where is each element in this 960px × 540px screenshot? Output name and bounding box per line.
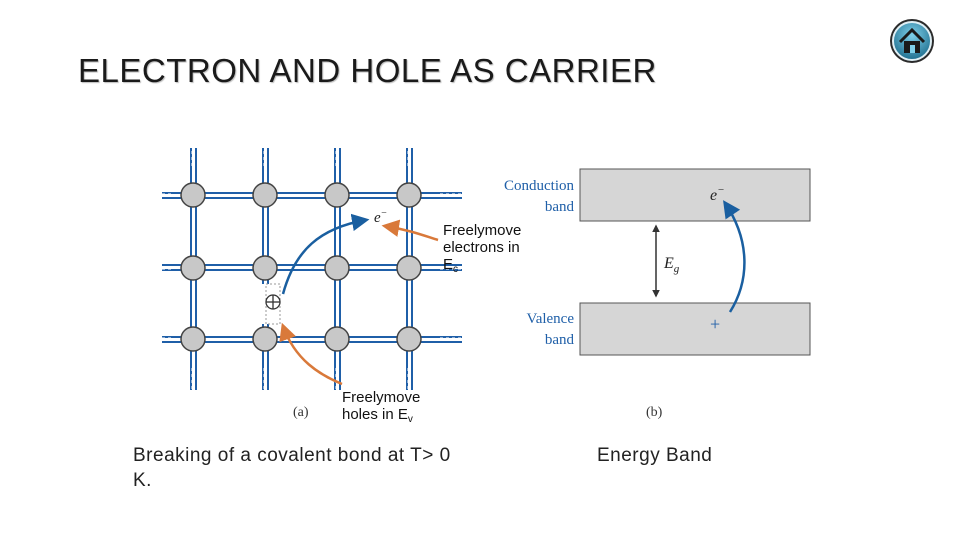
atom <box>180 326 206 352</box>
conduction-label-line2: band <box>545 199 575 215</box>
holes-annotation: Freelymove holes in Ev <box>342 389 420 428</box>
band-electron-label: e− <box>710 184 725 204</box>
valence-label-line1: Valence <box>527 311 575 327</box>
atom <box>180 182 206 208</box>
holes-annotation-line1: Freelymove <box>342 389 421 406</box>
conduction-band <box>579 168 811 222</box>
lattice-atoms <box>180 182 422 352</box>
electron-excitation-arrow <box>281 213 370 295</box>
atom <box>396 182 422 208</box>
atom <box>252 182 278 208</box>
hole-annotation-arrow <box>279 322 343 386</box>
band-excitation-arrow <box>723 200 746 313</box>
right-caption: Energy Band <box>597 445 713 466</box>
atom <box>252 326 278 352</box>
gap-label: Eg <box>663 255 680 275</box>
atom <box>396 326 422 352</box>
conduction-label-line1: Conduction <box>504 178 574 194</box>
electrons-annotation-line2: electrons in <box>443 239 520 256</box>
page-title: ELECTRON AND HOLE AS CARRIER <box>78 52 657 89</box>
lattice-panel-label: (a) <box>293 405 309 420</box>
atom <box>324 326 350 352</box>
holes-annotation-line2: holes in Ev <box>342 406 413 425</box>
atom <box>396 255 422 281</box>
left-caption: Breaking of a covalent bond at T> 0 K. <box>133 443 451 493</box>
electrons-annotation-line3: Ec <box>443 256 459 275</box>
lattice-dashed-ends <box>150 145 465 392</box>
atom <box>180 255 206 281</box>
electrons-annotation: Freelymove electrons in Ec <box>443 222 521 278</box>
hole-symbol <box>265 294 281 310</box>
valence-band <box>579 302 811 356</box>
atom <box>324 255 350 281</box>
left-caption-line1: Breaking of a covalent bond at T> 0 <box>133 445 451 466</box>
lattice-electron-label: e− <box>374 208 387 226</box>
electron-annotation-arrow <box>381 219 439 242</box>
home-icon[interactable] <box>888 17 936 65</box>
band-hole-label: + <box>710 314 720 334</box>
valence-label-line2: band <box>545 332 575 348</box>
atom <box>324 182 350 208</box>
atom <box>252 255 278 281</box>
electrons-annotation-line1: Freelymove <box>443 222 522 239</box>
band-panel-label: (b) <box>646 405 663 420</box>
left-caption-line2: K. <box>133 470 152 491</box>
